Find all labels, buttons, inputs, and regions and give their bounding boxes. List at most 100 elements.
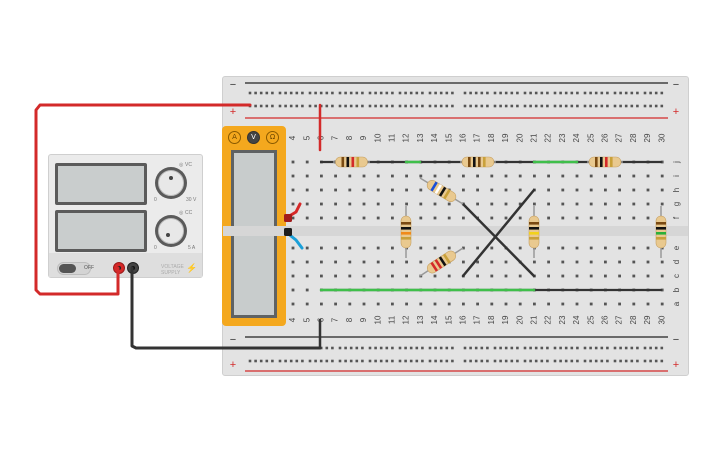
top-minus-rail-hole[interactable] bbox=[421, 91, 424, 95]
bottom-minus-rail-hole[interactable] bbox=[428, 346, 432, 350]
top-minus-rail-hole[interactable] bbox=[344, 91, 347, 95]
resistor-7[interactable] bbox=[528, 215, 540, 249]
bottom-minus-rail-hole[interactable] bbox=[546, 346, 549, 350]
breadboard-hole[interactable] bbox=[462, 246, 465, 250]
bottom-plus-rail-hole[interactable] bbox=[463, 359, 467, 363]
top-minus-rail-hole[interactable] bbox=[559, 91, 562, 95]
breadboard-hole[interactable] bbox=[462, 216, 465, 220]
breadboard-hole[interactable] bbox=[547, 246, 550, 250]
breadboard-hole[interactable] bbox=[646, 260, 650, 264]
bottom-minus-rail-hole[interactable] bbox=[379, 346, 383, 350]
breadboard-hole[interactable] bbox=[391, 260, 394, 264]
top-minus-rail-hole[interactable] bbox=[355, 91, 359, 95]
top-plus-rail-hole[interactable] bbox=[589, 104, 592, 108]
breadboard-hole[interactable] bbox=[376, 302, 380, 306]
resistor-6[interactable] bbox=[400, 215, 412, 249]
breadboard-hole[interactable] bbox=[291, 246, 295, 250]
bottom-plus-rail-hole[interactable] bbox=[613, 359, 617, 363]
top-plus-rail-hole[interactable] bbox=[374, 104, 377, 108]
top-plus-rail-hole[interactable] bbox=[421, 104, 424, 108]
breadboard-hole[interactable] bbox=[447, 216, 451, 220]
breadboard-hole[interactable] bbox=[305, 246, 309, 250]
top-minus-rail-hole[interactable] bbox=[428, 91, 432, 95]
bottom-minus-rail-hole[interactable] bbox=[540, 346, 544, 350]
top-minus-rail-hole[interactable] bbox=[474, 91, 478, 95]
current-knob[interactable] bbox=[155, 215, 187, 247]
breadboard-hole[interactable] bbox=[405, 174, 408, 178]
breadboard-hole[interactable] bbox=[291, 202, 295, 206]
breadboard-hole[interactable] bbox=[405, 188, 408, 192]
breadboard-hole[interactable] bbox=[632, 202, 636, 206]
power-switch[interactable]: OFF bbox=[57, 262, 94, 275]
top-plus-rail-hole[interactable] bbox=[409, 104, 413, 108]
breadboard-hole[interactable] bbox=[348, 188, 352, 192]
breadboard-hole[interactable] bbox=[618, 302, 621, 306]
top-plus-rail-hole[interactable] bbox=[398, 104, 402, 108]
breadboard-hole[interactable] bbox=[447, 174, 451, 178]
top-minus-rail-hole[interactable] bbox=[278, 91, 282, 95]
bottom-minus-rail-hole[interactable] bbox=[391, 346, 394, 350]
top-minus-rail-hole[interactable] bbox=[301, 91, 304, 95]
top-plus-rail-hole[interactable] bbox=[415, 104, 419, 108]
breadboard-hole[interactable] bbox=[604, 216, 607, 220]
breadboard-hole[interactable] bbox=[533, 302, 536, 306]
breadboard-hole[interactable] bbox=[376, 202, 380, 206]
top-plus-rail-hole[interactable] bbox=[493, 104, 497, 108]
bottom-plus-rail-hole[interactable] bbox=[409, 359, 413, 363]
breadboard-hole[interactable] bbox=[561, 260, 565, 264]
bottom-minus-rail-hole[interactable] bbox=[338, 346, 342, 350]
breadboard-hole[interactable] bbox=[604, 260, 607, 264]
breadboard-hole[interactable] bbox=[604, 202, 607, 206]
breadboard-hole[interactable] bbox=[334, 188, 337, 192]
bottom-minus-rail-hole[interactable] bbox=[398, 346, 402, 350]
breadboard-hole[interactable] bbox=[589, 202, 593, 206]
bottom-plus-rail-hole[interactable] bbox=[314, 359, 317, 363]
breadboard-hole[interactable] bbox=[348, 260, 352, 264]
bottom-plus-rail-hole[interactable] bbox=[523, 359, 527, 363]
breadboard-hole[interactable] bbox=[561, 202, 565, 206]
top-plus-rail-hole[interactable] bbox=[534, 104, 538, 108]
top-minus-rail-hole[interactable] bbox=[654, 91, 658, 95]
bottom-plus-rail-hole[interactable] bbox=[553, 359, 557, 363]
breadboard-hole[interactable] bbox=[334, 302, 337, 306]
bottom-plus-rail-hole[interactable] bbox=[265, 359, 269, 363]
top-plus-rail-hole[interactable] bbox=[289, 104, 293, 108]
bottom-plus-rail-hole[interactable] bbox=[493, 359, 497, 363]
breadboard-hole[interactable] bbox=[604, 246, 607, 250]
bottom-minus-rail-hole[interactable] bbox=[404, 346, 407, 350]
bottom-minus-rail-hole[interactable] bbox=[349, 346, 353, 350]
top-plus-rail-hole[interactable] bbox=[278, 104, 282, 108]
breadboard-hole[interactable] bbox=[376, 260, 380, 264]
voltage-knob[interactable] bbox=[155, 167, 187, 199]
top-plus-rail-hole[interactable] bbox=[540, 104, 544, 108]
breadboard-hole[interactable] bbox=[376, 246, 380, 250]
bottom-minus-rail-hole[interactable] bbox=[589, 346, 592, 350]
bottom-minus-rail-hole[interactable] bbox=[594, 346, 598, 350]
breadboard-hole[interactable] bbox=[504, 174, 508, 178]
top-plus-rail-hole[interactable] bbox=[314, 104, 317, 108]
breadboard-hole[interactable] bbox=[646, 216, 650, 220]
bottom-plus-rail-hole[interactable] bbox=[398, 359, 402, 363]
ammeter-mode-button[interactable]: A bbox=[228, 131, 241, 144]
top-plus-rail-hole[interactable] bbox=[404, 104, 407, 108]
breadboard-hole[interactable] bbox=[547, 260, 550, 264]
breadboard-hole[interactable] bbox=[589, 246, 593, 250]
breadboard-hole[interactable] bbox=[561, 188, 565, 192]
breadboard-hole[interactable] bbox=[305, 302, 309, 306]
bottom-minus-rail-hole[interactable] bbox=[516, 346, 519, 350]
bottom-plus-rail-hole[interactable] bbox=[349, 359, 353, 363]
bottom-minus-rail-hole[interactable] bbox=[559, 346, 562, 350]
bottom-minus-rail-hole[interactable] bbox=[654, 346, 658, 350]
top-minus-rail-hole[interactable] bbox=[624, 91, 628, 95]
breadboard-hole[interactable] bbox=[376, 188, 380, 192]
breadboard-hole[interactable] bbox=[646, 302, 650, 306]
breadboard-hole[interactable] bbox=[305, 274, 309, 278]
power-supply[interactable]: VC ◎ 0 30 V CC ◎ 0 5 A OFF VOLTAGE SUPPL… bbox=[48, 154, 203, 278]
bottom-plus-rail-hole[interactable] bbox=[355, 359, 359, 363]
top-plus-rail-hole[interactable] bbox=[583, 104, 587, 108]
breadboard-hole[interactable] bbox=[660, 260, 664, 264]
breadboard-hole[interactable] bbox=[362, 188, 366, 192]
breadboard-hole[interactable] bbox=[433, 246, 437, 250]
resistor-5[interactable] bbox=[425, 249, 457, 275]
bottom-minus-rail-hole[interactable] bbox=[415, 346, 419, 350]
